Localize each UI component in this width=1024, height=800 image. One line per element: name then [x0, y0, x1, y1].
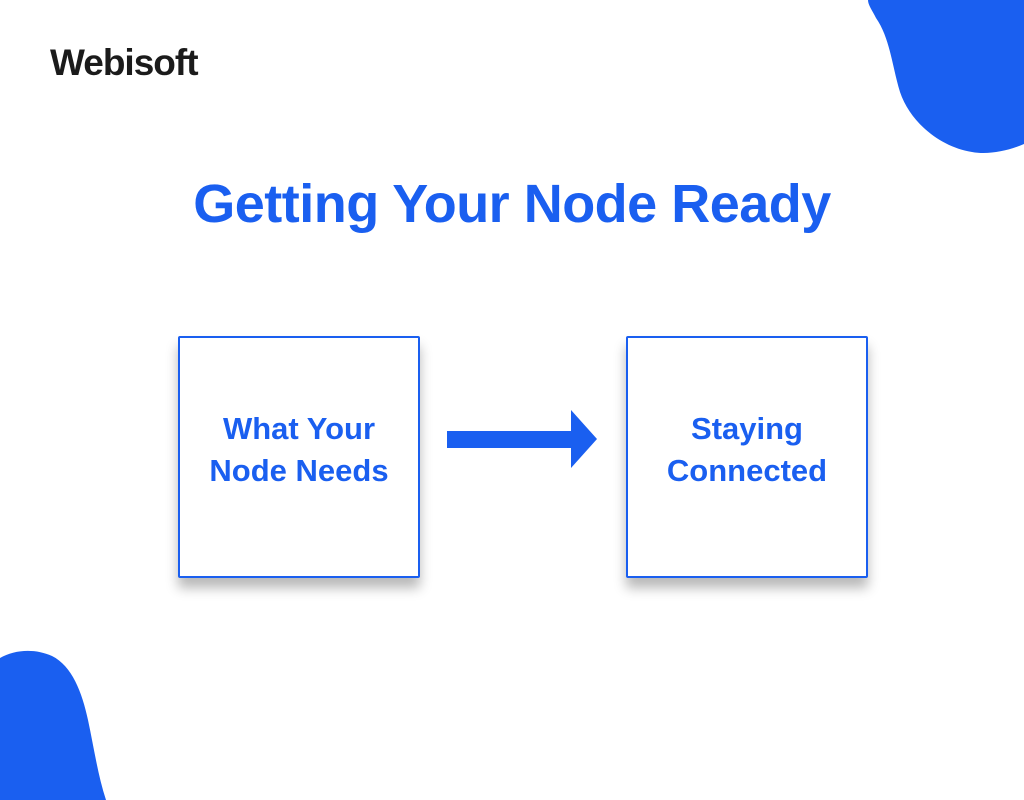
step-label-line: Node Needs: [209, 453, 389, 488]
decorative-blob-bottom-left: [0, 650, 106, 800]
step-box-what-your-node-needs: What Your Node Needs: [178, 336, 420, 578]
step-label-line: Staying: [691, 411, 803, 446]
right-arrow-icon: [447, 410, 597, 468]
step-label: Staying Connected: [628, 408, 866, 492]
step-label: What Your Node Needs: [180, 408, 418, 492]
decorative-blob-top-right: [868, 0, 1024, 154]
webisoft-logo: Webisoft: [50, 42, 199, 83]
step-label-line: Connected: [666, 453, 828, 488]
diagram-title: Getting Your Node Ready: [193, 174, 831, 234]
step-label-line: What Your: [222, 411, 376, 446]
step-box-staying-connected: Staying Connected: [626, 336, 868, 578]
